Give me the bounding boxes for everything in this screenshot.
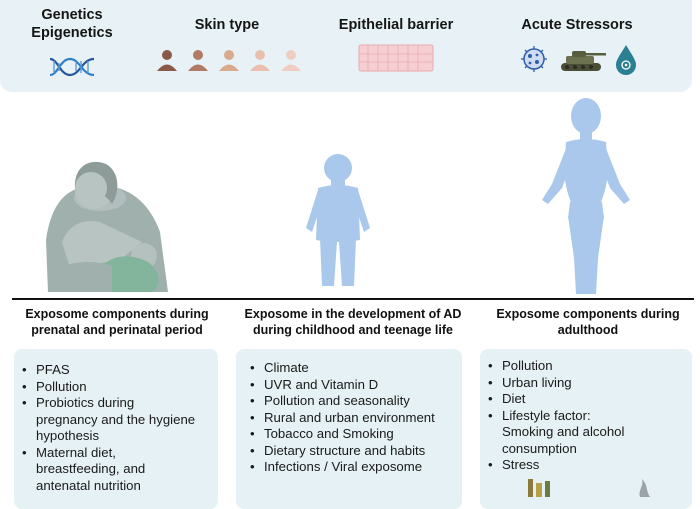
list-item: Pollution	[482, 358, 642, 375]
factor-skin-type: Skin type	[142, 6, 312, 78]
list-item: Probiotics during pregnancy and the hygi…	[16, 395, 196, 445]
list-item: Pollution	[16, 379, 196, 396]
list-item: PFAS	[16, 362, 196, 379]
stage-title-childhood: Exposome in the development of AD during…	[244, 307, 462, 337]
list-box-adulthood: Pollution Urban living Diet Lifestyle fa…	[480, 349, 692, 509]
dna-icon	[49, 57, 95, 77]
stage-title-prenatal: Exposome components during prenatal and …	[25, 307, 209, 337]
list-item: UVR and Vitamin D	[244, 377, 462, 394]
epithelium-icon	[358, 44, 434, 72]
list-item: Tobacco and Smoking	[244, 426, 462, 443]
bottles-icon	[528, 479, 650, 497]
factor-title: Genetics Epigenetics	[31, 7, 113, 41]
list-item: Climate	[244, 360, 462, 377]
factor-genetics: Genetics Epigenetics	[20, 6, 124, 85]
factor-acute-stressors: Acute Stressors	[502, 6, 652, 80]
virus-icon	[521, 46, 547, 72]
adult-woman-figure	[542, 98, 630, 294]
factor-title: Epithelial barrier	[338, 17, 454, 33]
list-item: Rural and urban environment	[244, 410, 462, 427]
skin-tones-icon	[157, 50, 301, 71]
factors-panel: Genetics Epigenetics Skin type Epithelia…	[0, 0, 692, 92]
tank-icon	[561, 51, 606, 71]
life-stage-figures	[46, 98, 630, 294]
factor-epithelial-barrier: Epithelial barrier	[326, 6, 466, 77]
child-figure	[306, 154, 370, 286]
list-item: Lifestyle factor: Smoking and alcohol co…	[482, 408, 642, 458]
biohazard-drop-icon	[616, 45, 636, 75]
list-box-prenatal: PFAS Pollution Probiotics during pregnan…	[14, 349, 218, 509]
exposome-list: Climate UVR and Vitamin D Pollution and …	[236, 349, 462, 476]
stage-title-adulthood: Exposome components during adulthood	[496, 307, 680, 337]
section-divider	[12, 298, 694, 300]
exposome-list: Pollution Urban living Diet Lifestyle fa…	[480, 349, 642, 474]
list-item: Diet	[482, 391, 642, 408]
list-item: Urban living	[482, 375, 642, 392]
stressors-icon	[521, 45, 636, 75]
factor-title: Acute Stressors	[521, 17, 633, 33]
list-item: Infections / Viral exposome	[244, 459, 462, 476]
list-item: Dietary structure and habits	[244, 443, 462, 460]
list-box-childhood: Climate UVR and Vitamin D Pollution and …	[236, 349, 462, 509]
list-item: Stress	[482, 457, 642, 474]
list-item: Maternal diet, breastfeeding, and antena…	[16, 445, 196, 495]
exposome-list: PFAS Pollution Probiotics during pregnan…	[14, 349, 196, 494]
factor-title: Skin type	[194, 17, 260, 33]
list-item: Pollution and seasonality	[244, 393, 462, 410]
mother-breastfeeding-figure	[46, 161, 168, 292]
